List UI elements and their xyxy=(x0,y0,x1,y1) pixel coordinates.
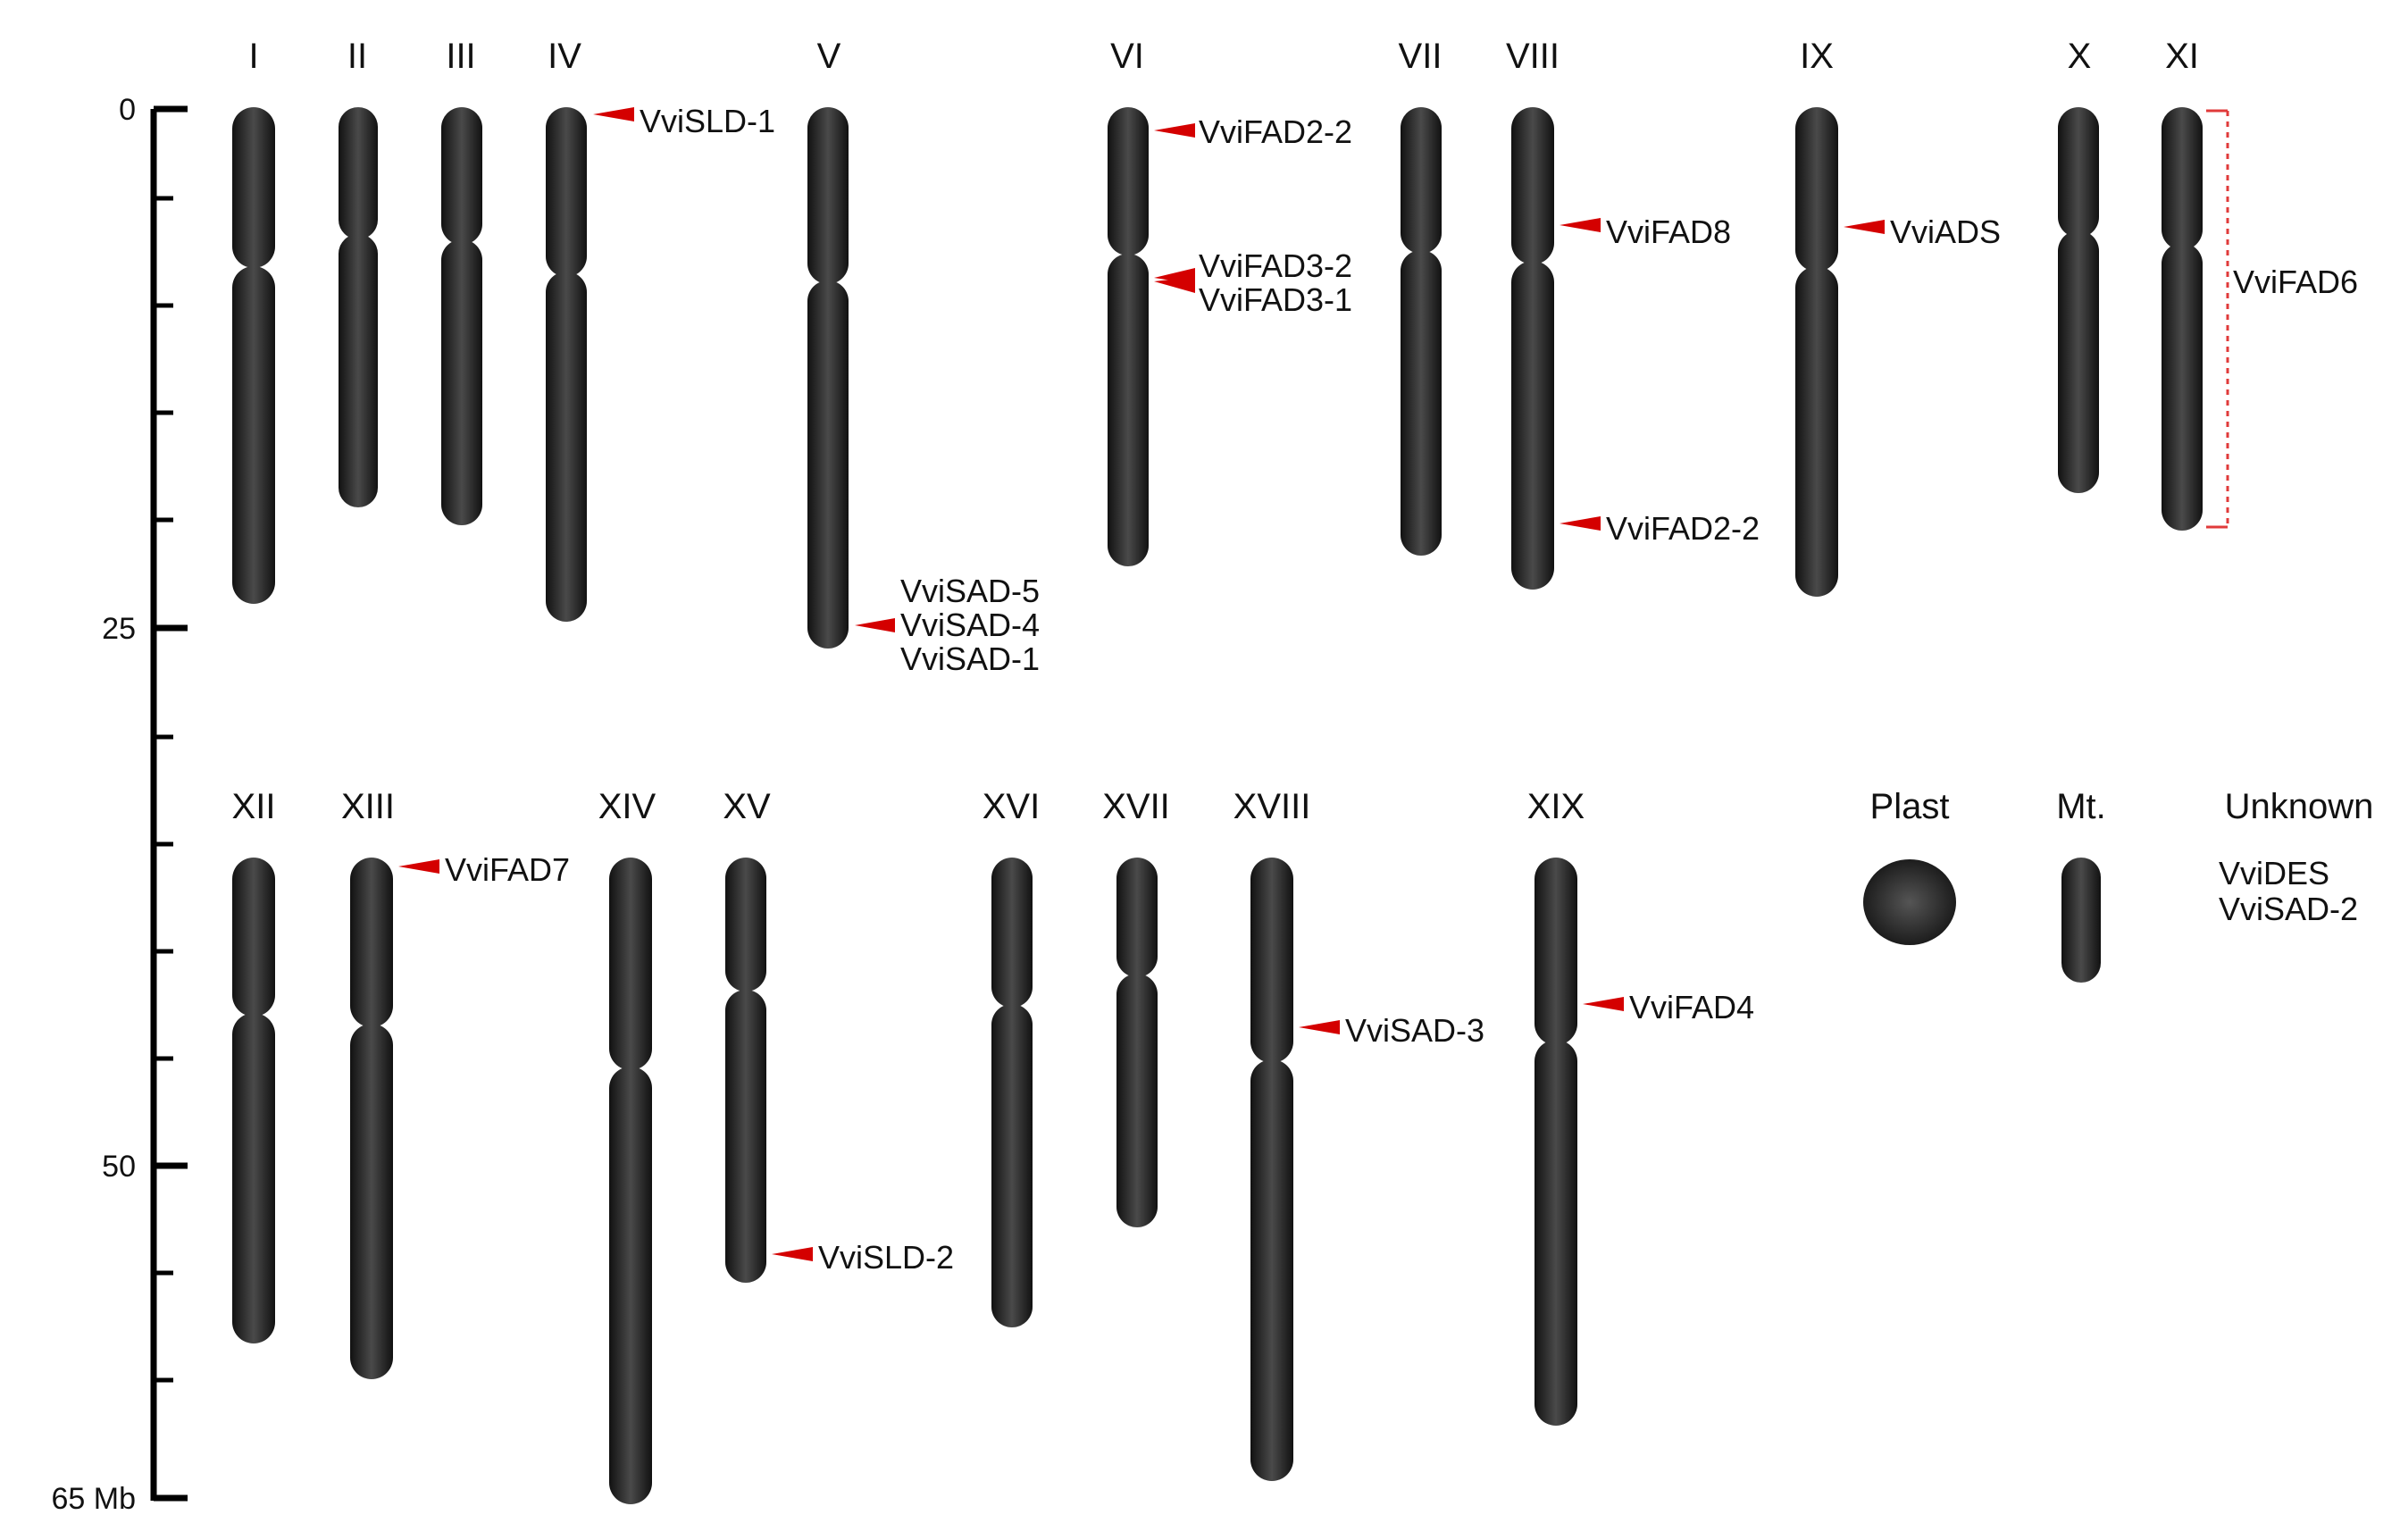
chromosome-VI xyxy=(1108,107,1149,566)
chromosome-label: VIII xyxy=(1506,37,1560,76)
gene-marker-icon xyxy=(772,1247,813,1261)
chromosome-label: Mt. xyxy=(2056,787,2106,826)
chromosome-II xyxy=(339,107,378,507)
row2-markers xyxy=(398,859,1624,1261)
gene-marker-icon xyxy=(398,859,439,874)
chromosome-label: XIX xyxy=(1527,787,1585,826)
scale-label-50: 50 xyxy=(102,1150,136,1184)
gene-label: VviFAD3-2 xyxy=(1199,247,1352,284)
chromosome-label: XII xyxy=(232,787,276,826)
chromosome-XIX xyxy=(1534,858,1577,1426)
chromosome-XVIII xyxy=(1250,858,1293,1481)
chromosome-label: XIII xyxy=(341,787,395,826)
chromosome-Mt xyxy=(2061,858,2101,983)
chromosome-label: XI xyxy=(2165,37,2199,76)
gene-label: VviSLD-2 xyxy=(818,1239,954,1276)
row1-gene-labels: VviSLD-1 VviSAD-5 VviSAD-4 VviSAD-1 VviF… xyxy=(640,103,2358,677)
gene-label: VviSAD-3 xyxy=(1345,1012,1484,1049)
gene-marker-icon xyxy=(1154,277,1195,293)
row1-chromosomes xyxy=(232,107,2203,649)
gene-label: VviFAD2-2 xyxy=(1199,113,1352,150)
chromosome-label: VII xyxy=(1399,37,1443,76)
gene-label: VviSAD-2 xyxy=(2219,891,2358,927)
gene-marker-icon xyxy=(593,107,634,121)
plastid-chromosome xyxy=(1863,859,1956,945)
chromosome-XVII xyxy=(1116,858,1158,1227)
chromosome-label: IX xyxy=(1800,37,1834,76)
chromosome-VIII xyxy=(1511,107,1554,590)
gene-marker-icon xyxy=(1583,997,1624,1011)
chromosome-III xyxy=(441,107,482,525)
gene-label: VviFAD2-2 xyxy=(1606,510,1760,547)
chromosome-label: II xyxy=(347,37,367,76)
chromosome-XIII xyxy=(350,858,393,1379)
chromosome-label: XV xyxy=(723,787,771,826)
chromosome-label: XIV xyxy=(598,787,656,826)
gene-label: VviFAD7 xyxy=(445,851,570,888)
gene-marker-icon xyxy=(855,618,895,632)
gene-marker-icon xyxy=(1299,1020,1340,1034)
gene-label: VviFAD8 xyxy=(1606,213,1731,250)
chromosome-XV xyxy=(725,858,766,1283)
chromosome-IX xyxy=(1795,107,1838,597)
gene-marker-icon xyxy=(1844,220,1885,234)
gene-label: VviFAD6 xyxy=(2233,264,2358,300)
gene-label: VviSAD-4 xyxy=(900,607,1040,643)
gene-label: VviSAD-1 xyxy=(900,640,1040,677)
chromosome-label: III xyxy=(446,37,475,76)
scale-axis: 0 25 50 65 Mb xyxy=(52,93,188,1516)
gene-marker-icon xyxy=(1154,123,1195,138)
gene-marker-icon xyxy=(1560,218,1601,232)
chromosome-XI xyxy=(2162,107,2203,531)
chromosome-label: Unknown xyxy=(2225,787,2374,826)
scale-label-0: 0 xyxy=(119,93,136,127)
gene-label: VviSAD-5 xyxy=(900,573,1040,609)
scale-label-65: 65 Mb xyxy=(52,1482,137,1516)
chromosome-label: Plast xyxy=(1870,787,1950,826)
chromosome-label: XVII xyxy=(1102,787,1170,826)
row1-labels: I II III IV V VI VII VIII IX X XI xyxy=(248,37,2198,76)
chromosome-V xyxy=(807,107,849,649)
row2-gene-labels: VviFAD7 VviSLD-2 VviSAD-3 VviFAD4 VviDES… xyxy=(445,851,2358,1276)
scale-label-25: 25 xyxy=(102,612,136,646)
row1-markers xyxy=(593,107,1885,632)
chromosome-XII xyxy=(232,858,275,1343)
chromosome-I xyxy=(232,107,275,604)
chromosome-label: X xyxy=(2068,37,2092,76)
chromosome-label: VI xyxy=(1110,37,1144,76)
gene-label: VviSLD-1 xyxy=(640,103,775,139)
chromosome-XVI xyxy=(991,858,1033,1327)
chromosome-XIV xyxy=(609,858,652,1504)
gene-marker-icon xyxy=(1560,516,1601,531)
gene-label: VviFAD4 xyxy=(1629,989,1754,1025)
row2-chromosomes xyxy=(232,858,2101,1504)
gene-label: VviADS xyxy=(1890,213,2001,250)
chromosome-VII xyxy=(1401,107,1442,556)
gene-label: VviFAD3-1 xyxy=(1199,281,1352,318)
chromosome-X xyxy=(2058,107,2099,493)
chromosome-IV xyxy=(546,107,587,622)
chromosome-label: XVIII xyxy=(1233,787,1311,826)
row2-labels: XII XIII XIV XV XVI XVII XVIII XIX Plast… xyxy=(232,787,2374,826)
fad6-range-bracket xyxy=(2206,109,2229,529)
gene-label: VviDES xyxy=(2219,855,2329,891)
chromosome-label: I xyxy=(248,37,258,76)
chromosome-label: IV xyxy=(548,37,581,76)
chromosome-label: XVI xyxy=(983,787,1040,826)
chromosome-label: V xyxy=(817,37,841,76)
